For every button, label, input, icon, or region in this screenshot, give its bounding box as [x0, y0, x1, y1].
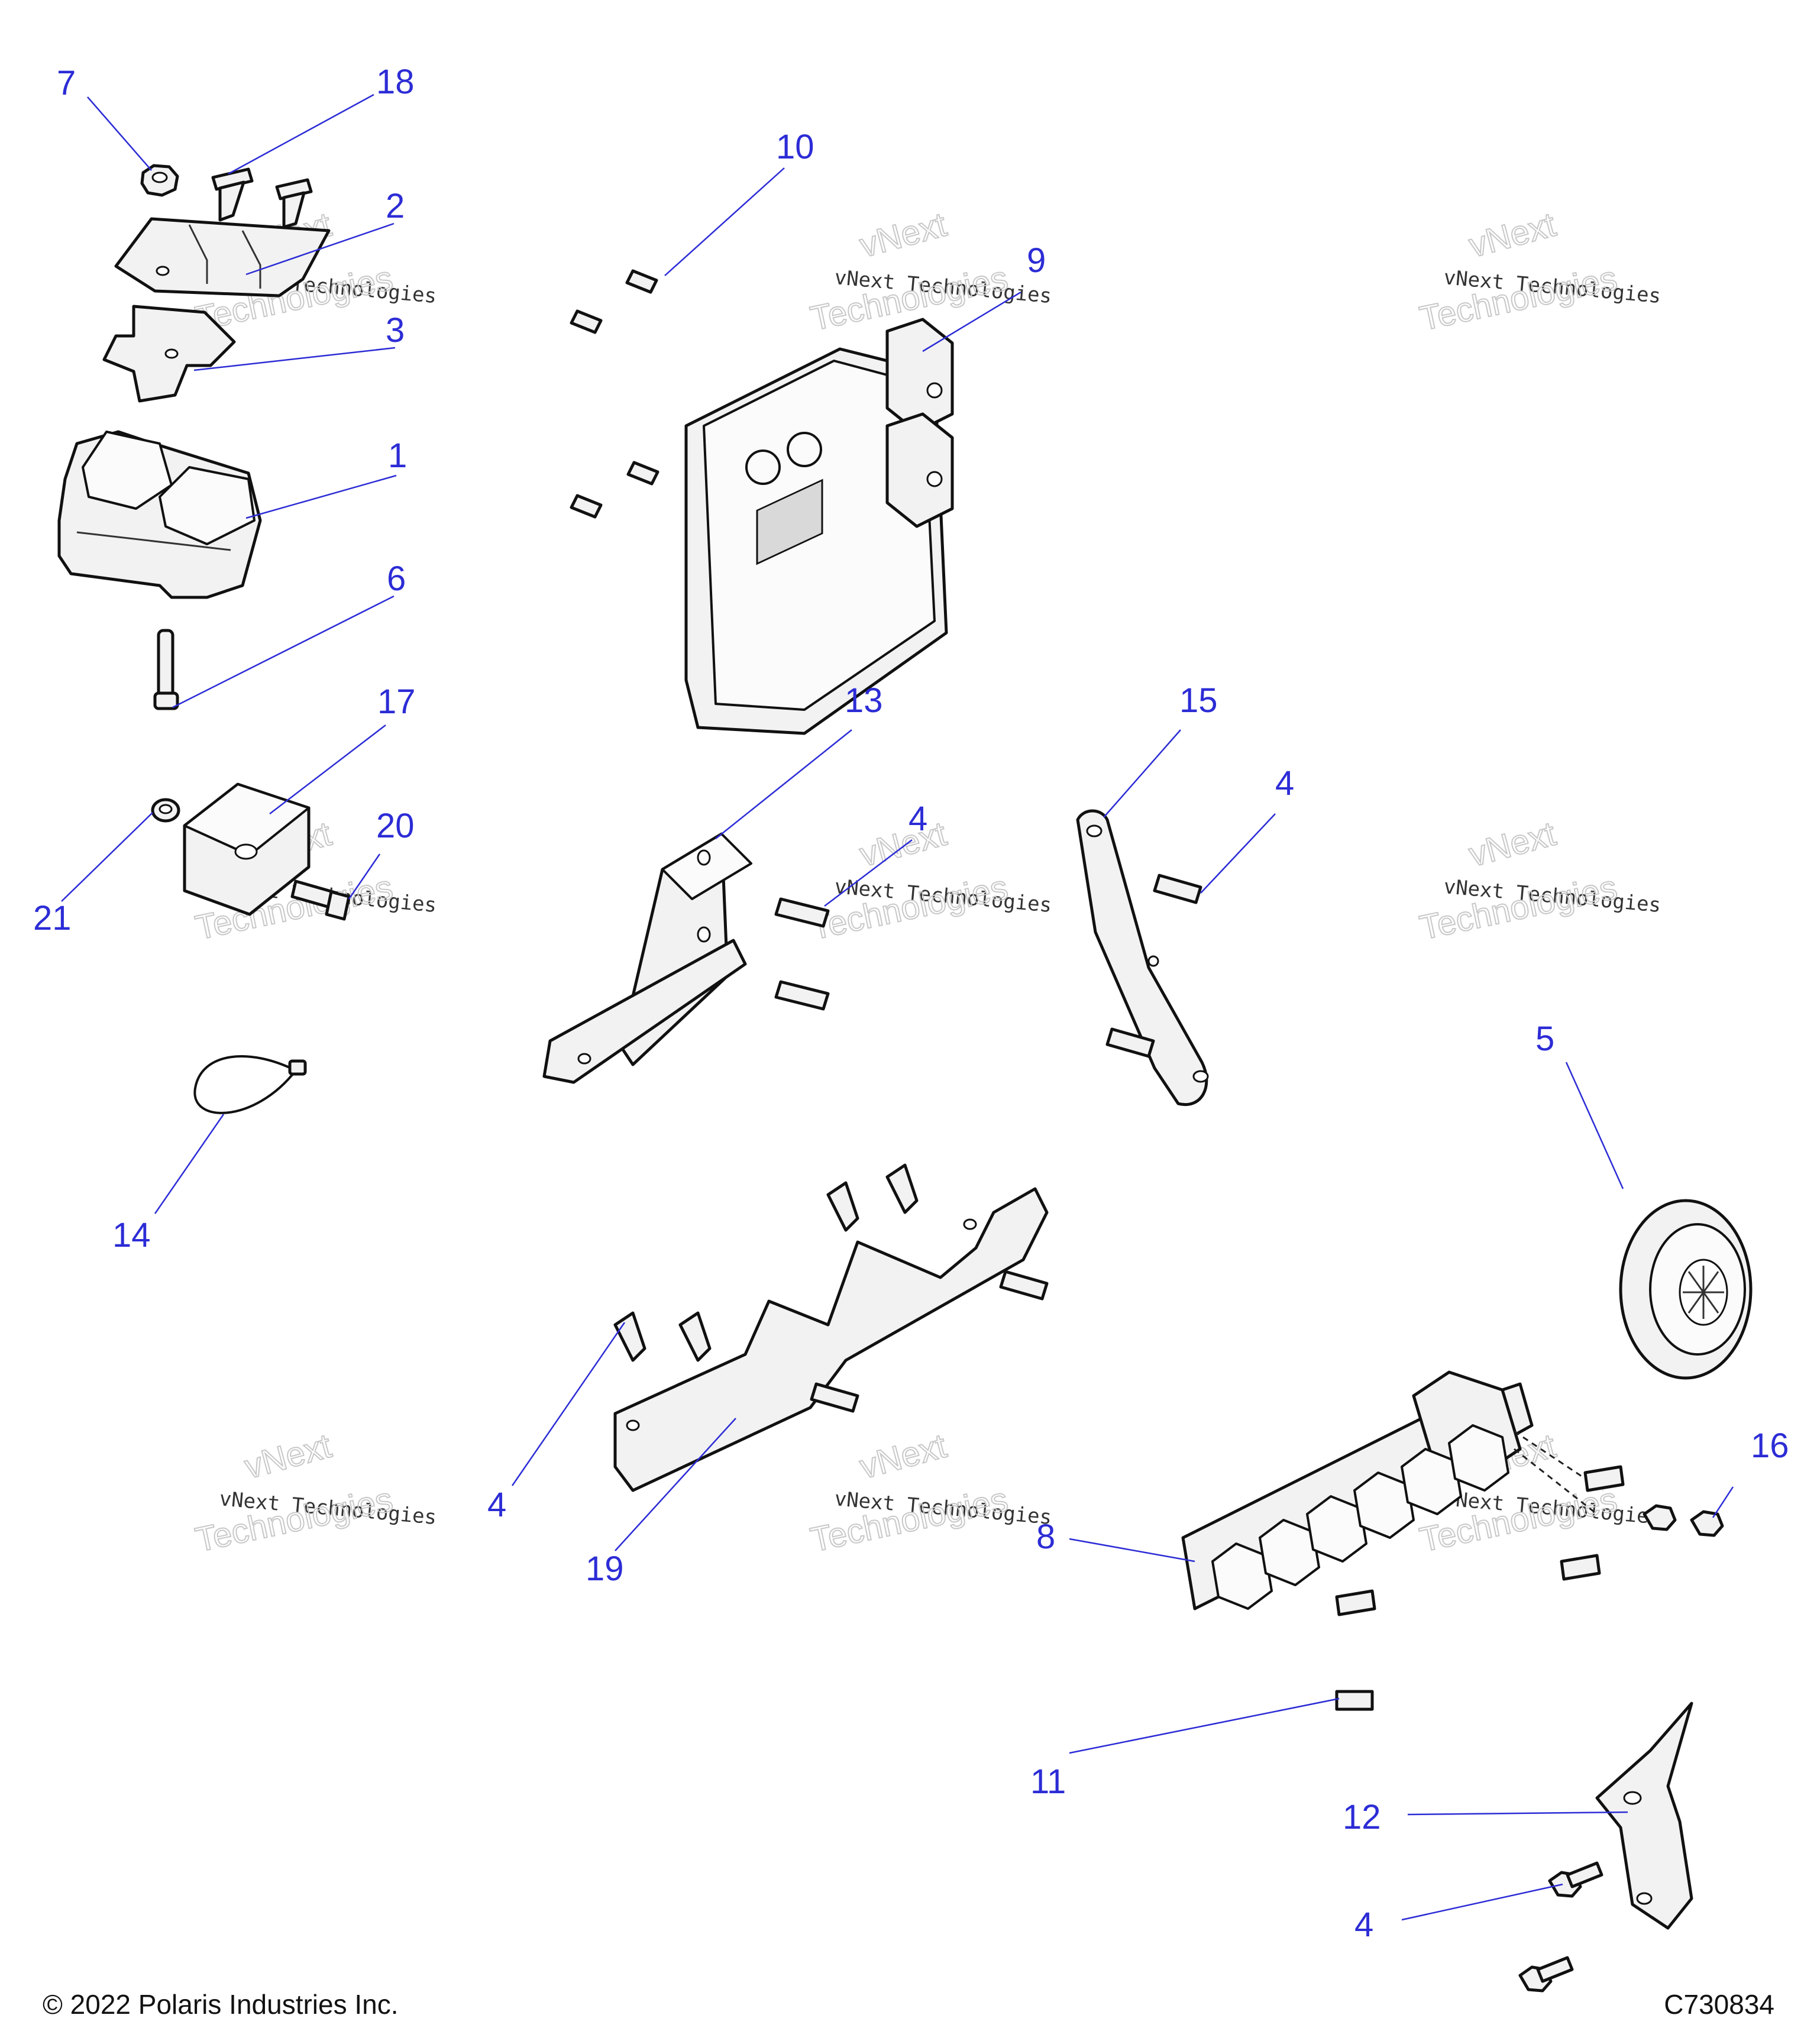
callout-9: 9	[1027, 241, 1046, 280]
callout-19: 19	[586, 1550, 624, 1588]
part-16-nuts	[1643, 1504, 1724, 1537]
part-2-bracket	[114, 217, 331, 297]
watermark-top: vNext	[856, 205, 950, 265]
callout-4-a: 4	[908, 800, 927, 838]
part-4-bolts-b	[1105, 874, 1202, 1058]
watermark-8: vNext vNext Technologies Technologies	[807, 1426, 1053, 1560]
callout-5: 5	[1535, 1020, 1554, 1058]
watermark-top: vNext	[241, 1427, 335, 1486]
part-4-bolts-d	[1518, 1861, 1603, 1993]
part-20-bolt	[290, 879, 351, 921]
part-15-bracket	[1076, 809, 1209, 1106]
callout-13: 13	[845, 681, 883, 720]
watermark-2: vNext vNext Technologies Technologies	[807, 205, 1053, 339]
callout-1: 1	[388, 436, 407, 475]
part-8-fuse-box	[1181, 1370, 1603, 1610]
callouts: 7 18 10 2 9 3 1 6 13 15 17 4 4 20 21 5 1…	[33, 63, 1789, 1944]
part-13-bracket	[542, 832, 752, 1084]
callout-11: 11	[1030, 1762, 1066, 1801]
part-1-coil	[57, 430, 262, 599]
callout-14: 14	[112, 1216, 151, 1254]
copyright-text: © 2022 Polaris Industries Inc.	[43, 1989, 399, 2020]
callout-18: 18	[376, 63, 415, 101]
part-3-bracket	[102, 305, 236, 403]
callout-6: 6	[387, 559, 406, 598]
watermark-top: vNext	[1465, 205, 1560, 265]
callout-12: 12	[1343, 1798, 1381, 1836]
watermark-3: vNext vNext Technologies Technologies	[1416, 205, 1662, 339]
part-18-bolt	[211, 167, 313, 229]
callout-7: 7	[57, 64, 76, 102]
callout-16: 16	[1751, 1427, 1789, 1465]
callout-10: 10	[776, 128, 814, 166]
callout-2: 2	[386, 187, 405, 225]
part-10-screws	[570, 269, 659, 519]
part-17-block	[183, 782, 311, 916]
part-9-ecu	[684, 318, 954, 735]
callout-4-c: 4	[487, 1486, 506, 1524]
callout-8: 8	[1036, 1518, 1055, 1556]
callout-20: 20	[376, 807, 415, 845]
part-4-bolts-c	[613, 1163, 1049, 1413]
callout-17: 17	[377, 683, 416, 721]
callout-3: 3	[386, 311, 405, 350]
leader-lines	[61, 93, 1734, 1921]
part-14-cable-tie	[193, 1055, 307, 1114]
part-4-bolts-a	[774, 897, 830, 1011]
part-7-nut	[140, 164, 179, 197]
drawing-number: C730834	[1664, 1989, 1774, 2020]
part-6-bolt	[153, 629, 179, 710]
watermark-7: vNext vNext Technologies Technologies	[192, 1426, 438, 1560]
callout-15: 15	[1179, 681, 1218, 720]
part-21-nut	[151, 798, 180, 823]
callout-4-d: 4	[1354, 1906, 1373, 1944]
watermark-top: vNext	[856, 1427, 950, 1486]
callout-4-b: 4	[1275, 764, 1294, 803]
watermark-6: vNext vNext Technologies Technologies	[1416, 814, 1662, 948]
part-19-bracket	[613, 1187, 1049, 1492]
part-12-bracket	[1595, 1702, 1693, 1930]
watermark-5: vNext vNext Technologies Technologies	[807, 814, 1053, 948]
watermark-top: vNext	[856, 814, 950, 874]
callout-21: 21	[33, 899, 72, 937]
part-11-screws	[1335, 1465, 1625, 1711]
part-5-grommet	[1619, 1199, 1753, 1380]
watermark-top: vNext	[1465, 814, 1560, 874]
